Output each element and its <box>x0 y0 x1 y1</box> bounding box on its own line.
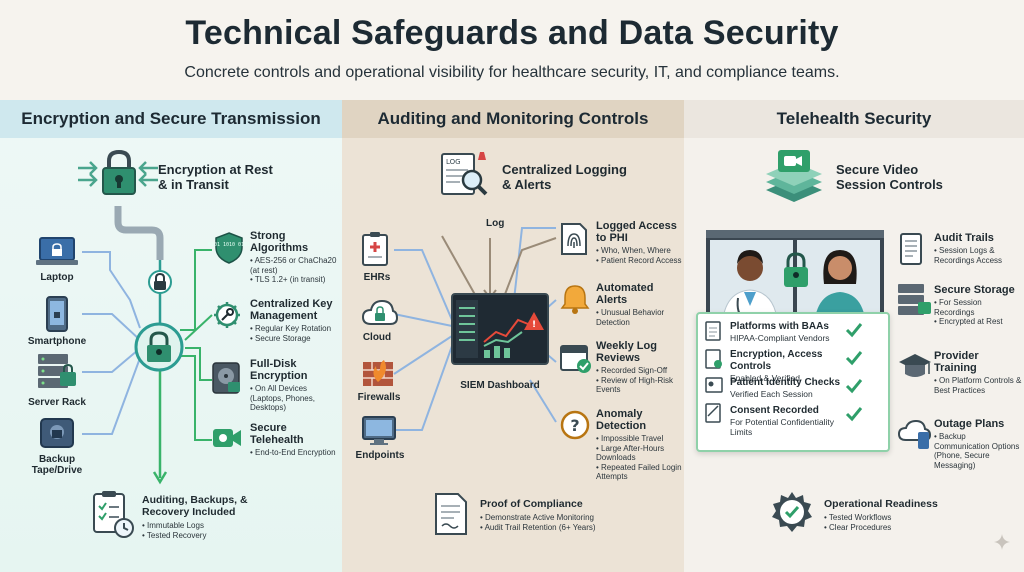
checklist-icons <box>705 321 723 423</box>
calendar-check-icon <box>560 345 591 373</box>
shield-icon: 0101 1010 0101 <box>208 232 250 264</box>
encryption-connector-lines <box>78 161 213 485</box>
device-label-server-rack: Server Rack <box>28 397 86 408</box>
small-lock-icon <box>148 270 172 294</box>
sparkle-icon <box>994 534 1010 550</box>
item-full-disk: Full-Disk Encryption On All Devices (Lap… <box>250 358 340 413</box>
disk-icon <box>212 362 240 394</box>
backup-drive-icon <box>40 418 74 448</box>
scroll-icon <box>900 233 922 265</box>
checklist-item-encryption: Encryption, Access Controls Enabled & Ve… <box>730 349 823 383</box>
item-strong-algorithms: Strong Algorithms AES-256 or ChaCha20 (a… <box>250 230 340 285</box>
siem-label: SIEM Dashboard <box>460 380 540 391</box>
column-telehealth: Telehealth Security Secure Video Session… <box>684 100 1024 572</box>
column-heading-auditing: Auditing and Monitoring Controls <box>342 100 684 138</box>
smartphone-icon <box>46 296 68 332</box>
video-call-icon <box>213 429 241 447</box>
fingerprint-icon <box>561 223 587 255</box>
clipboard-checklist-icon <box>93 491 134 538</box>
window-title-bar <box>706 230 884 238</box>
endpoint-monitor-icon <box>362 416 396 445</box>
ehr-icon <box>362 232 388 266</box>
log-doc-label: LOG <box>446 158 461 166</box>
key-management-icon <box>214 302 240 328</box>
source-label-firewalls: Firewalls <box>357 392 401 403</box>
item-logged-access: Logged Access to PHI Who, When, Where Pa… <box>596 220 682 265</box>
log-magnifier-icon: LOG <box>441 152 488 196</box>
column-auditing: Auditing and Monitoring Controls LOG Cen… <box>342 100 684 572</box>
question-icon: ? <box>560 410 590 440</box>
column-heading-telehealth: Telehealth Security <box>684 100 1024 138</box>
device-label-smartphone: Smartphone <box>27 336 87 347</box>
gear-check-icon <box>772 492 812 532</box>
source-label-cloud: Cloud <box>362 332 392 343</box>
shield-bits: 0101 1010 0101 <box>208 242 250 248</box>
laptop-icon <box>36 237 78 265</box>
item-auditing-backups: Auditing, Backups, & Recovery Included I… <box>142 494 292 540</box>
page-subtitle: Concrete controls and operational visibi… <box>184 64 840 81</box>
item-provider-training: Provider Training On Platform Controls &… <box>934 350 1022 395</box>
column-heading-encryption: Encryption and Secure Transmission <box>0 100 342 138</box>
checklist-item-consent: Consent Recorded For Potential Confident… <box>730 405 834 437</box>
svg-text:!: ! <box>532 320 536 330</box>
cloud-phone-icon <box>897 419 932 449</box>
source-label-endpoints: Endpoints <box>355 450 405 461</box>
central-lock-icon <box>134 322 184 372</box>
item-anomaly-detection: Anomaly Detection Impossible Travel Larg… <box>596 408 682 482</box>
device-label-laptop: Laptop <box>40 272 74 283</box>
telehealth-hero-label: Secure Video Session Controls <box>836 162 943 192</box>
checklist-item-baas: Platforms with BAAs HIPAA-Compliant Vend… <box>730 321 830 343</box>
item-proof-of-compliance: Proof of Compliance Demonstrate Active M… <box>480 498 630 532</box>
item-secure-storage: Secure Storage For Session Recordings En… <box>934 284 1022 327</box>
storage-server-icon <box>898 284 931 315</box>
column-encryption: Encryption and Secure Transmission <box>0 100 342 572</box>
source-label-ehrs: EHRs <box>363 272 391 283</box>
firewall-icon <box>363 360 393 386</box>
item-audit-trails: Audit Trails Session Logs & Recordings A… <box>934 232 1022 265</box>
svg-text:?: ? <box>570 416 579 435</box>
cloud-icon <box>361 299 399 325</box>
item-secure-telehealth: Secure Telehealth End-to-End Encryption <box>250 422 340 458</box>
lock-icon <box>102 149 136 195</box>
item-operational-readiness: Operational Readiness Tested Workflows C… <box>824 498 974 532</box>
checklist-item-identity: Patient Identity Checks Verified Each Se… <box>730 377 841 399</box>
item-weekly-log-reviews: Weekly Log Reviews Recorded Sign-Off Rev… <box>596 340 682 395</box>
page-title: Technical Safeguards and Data Security <box>185 14 839 52</box>
auditing-hero-label: Centralized Logging & Alerts <box>502 162 627 192</box>
item-automated-alerts: Automated Alerts Unusual Behavior Detect… <box>596 282 682 327</box>
alert-bell-icon <box>560 285 590 314</box>
encryption-hero-label: Encryption at Rest & in Transit <box>158 162 273 192</box>
device-label-backup: Backup Tape/Drive <box>31 454 83 476</box>
checkmark-icons <box>845 323 863 422</box>
graduation-cap-icon <box>899 354 931 377</box>
server-rack-icon <box>38 354 76 388</box>
item-key-management: Centralized Key Management Regular Key R… <box>250 298 340 343</box>
log-label: Log <box>486 218 505 229</box>
video-layers-icon <box>766 150 822 202</box>
compliance-document-icon <box>435 493 467 535</box>
item-outage-plans: Outage Plans Backup Communication Option… <box>934 418 1022 470</box>
siem-dashboard-icon: ! <box>451 293 549 365</box>
